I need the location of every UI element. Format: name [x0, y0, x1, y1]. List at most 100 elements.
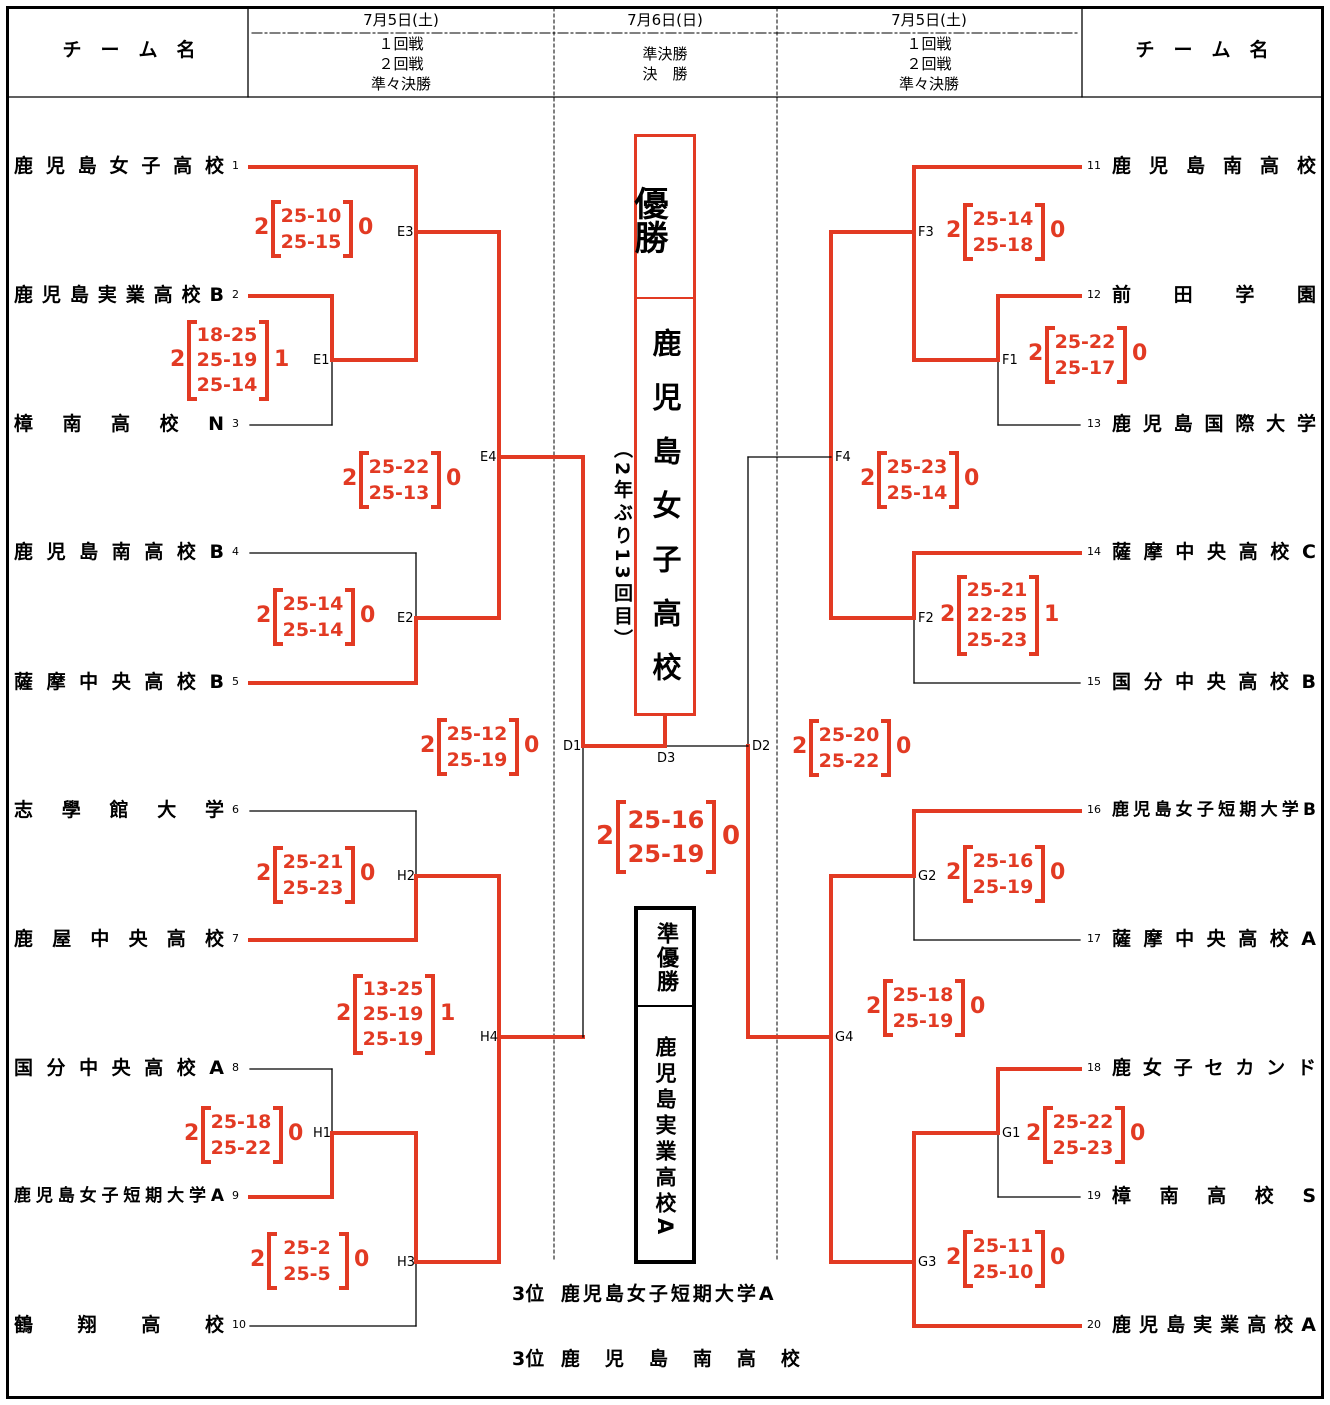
team-name-10: 鶴翔高校 — [14, 1314, 224, 1336]
team-seed-3: 3 — [232, 417, 239, 430]
champion-box: 優勝 鹿児島女子高校 — [628, 134, 696, 716]
score-f1: 2 25-22 25-17 0 — [1028, 326, 1148, 384]
score-f1-set-1: 25-22 — [1054, 331, 1116, 353]
score-g2-brackets — [963, 845, 1045, 903]
score-f4-winner-sets: 2 — [860, 466, 876, 491]
node-label-f1: F1 — [1002, 353, 1018, 368]
team-seed-20: 20 — [1087, 1318, 1101, 1331]
third-place-2-rank: 3位 — [512, 1348, 545, 1370]
team-name-4: 鹿児島南高校B — [14, 541, 224, 563]
score-g1-set-1: 25-22 — [1052, 1111, 1114, 1133]
team-name-9: 鹿児島女子短期大学A — [14, 1186, 224, 1206]
score-d1-winner-sets: 2 — [420, 733, 436, 758]
score-d3-loser-sets: 0 — [722, 821, 741, 851]
third-place-2: 3位 鹿児島南高校 — [512, 1346, 825, 1372]
node-label-d3: D3 — [657, 751, 676, 766]
col2-round-2: 決 勝 — [642, 65, 688, 83]
score-e2-set-1: 25-14 — [282, 593, 344, 615]
node-label-g3: G3 — [918, 1255, 937, 1270]
score-e2-set-2: 25-14 — [282, 619, 344, 641]
champion-team: 鹿児島女子高校 — [648, 328, 682, 706]
node-label-e4: E4 — [480, 450, 497, 465]
score-f2-winner-sets: 2 — [940, 601, 956, 627]
score-e4-set-2: 25-13 — [368, 482, 430, 504]
score-e3-brackets — [271, 200, 353, 258]
score-f1-set-2: 25-17 — [1054, 357, 1116, 379]
node-label-d2: D2 — [752, 739, 771, 754]
node-label-d1: D1 — [563, 739, 582, 754]
score-e4-winner-sets: 2 — [342, 466, 358, 491]
score-e1-winner-sets: 2 — [170, 346, 186, 372]
score-d3-winner-sets: 2 — [596, 821, 615, 851]
node-label-f2: F2 — [918, 611, 934, 626]
score-g2-winner-sets: 2 — [946, 860, 962, 885]
score-e2-brackets — [273, 588, 355, 646]
score-g3-brackets — [963, 1230, 1045, 1288]
score-f3-set-2: 25-18 — [972, 234, 1034, 256]
col3-round-2: ２回戦 — [906, 55, 952, 73]
team-name-12: 前田学園 — [1112, 284, 1316, 306]
score-f1-loser-sets: 0 — [1132, 341, 1148, 366]
score-f3-brackets — [963, 203, 1045, 261]
score-h3-loser-sets: 0 — [354, 1247, 370, 1272]
champion-title: 優勝 — [628, 186, 668, 254]
score-h2-set-1: 25-21 — [282, 851, 344, 873]
node-label-h4: H4 — [480, 1030, 499, 1045]
team-seed-18: 18 — [1087, 1061, 1101, 1074]
score-e1-brackets — [187, 320, 269, 401]
team-seed-13: 13 — [1087, 417, 1101, 430]
third-place-1: 3位 鹿児島女子短期大学A — [512, 1281, 777, 1307]
team-name-1: 鹿児島女子高校 — [14, 155, 224, 177]
col2-date: 7月6日(日) — [627, 11, 703, 29]
score-h3-set-2: 25-5 — [283, 1263, 331, 1285]
score-f2-set-1: 25-21 — [966, 579, 1028, 601]
score-h2-winner-sets: 2 — [256, 861, 272, 886]
score-g4-brackets — [883, 979, 965, 1037]
team-seed-4: 4 — [232, 545, 239, 558]
score-g4-loser-sets: 0 — [970, 994, 986, 1019]
score-g4-set-1: 25-18 — [892, 984, 954, 1006]
runner-up-title: 準優勝 — [653, 922, 678, 994]
score-e1-set-1: 18-25 — [196, 324, 258, 346]
score-g4-winner-sets: 2 — [866, 994, 882, 1019]
score-g3-winner-sets: 2 — [946, 1245, 962, 1270]
score-f3-loser-sets: 0 — [1050, 218, 1066, 243]
score-h3-winner-sets: 2 — [250, 1247, 266, 1272]
team-name-16: 鹿児島女子短期大学B — [1112, 800, 1316, 820]
team-name-3: 樟南高校N — [14, 413, 224, 435]
score-g1-brackets — [1043, 1106, 1125, 1164]
score-f4-brackets — [877, 451, 959, 509]
col1-round-2: ２回戦 — [378, 55, 424, 73]
score-d1-set-1: 25-12 — [446, 723, 508, 745]
team-name-2: 鹿児島実業高校B — [14, 284, 224, 306]
team-name-20: 鹿児島実業高校A — [1112, 1314, 1316, 1336]
team-seed-2: 2 — [232, 288, 239, 301]
node-label-h2: H2 — [397, 869, 416, 884]
champion-note: （2年ぶり13回目） — [611, 438, 633, 652]
runner-up-team: 鹿児島実業高校A — [653, 1036, 677, 1240]
score-f1-winner-sets: 2 — [1028, 341, 1044, 366]
team-name-19: 樟南高校S — [1112, 1185, 1316, 1207]
score-f2-set-2: 22-25 — [966, 604, 1028, 626]
team-name-8: 国分中央高校A — [14, 1057, 224, 1079]
col3-round-3: 準々決勝 — [898, 75, 959, 93]
score-d1-brackets — [437, 718, 519, 776]
score-h1-loser-sets: 0 — [288, 1121, 304, 1146]
col1-round-3: 準々決勝 — [370, 75, 431, 93]
score-f4-loser-sets: 0 — [964, 466, 980, 491]
team-seed-1: 1 — [232, 159, 239, 172]
score-d3-brackets — [616, 800, 716, 874]
team-seed-9: 9 — [232, 1189, 239, 1202]
